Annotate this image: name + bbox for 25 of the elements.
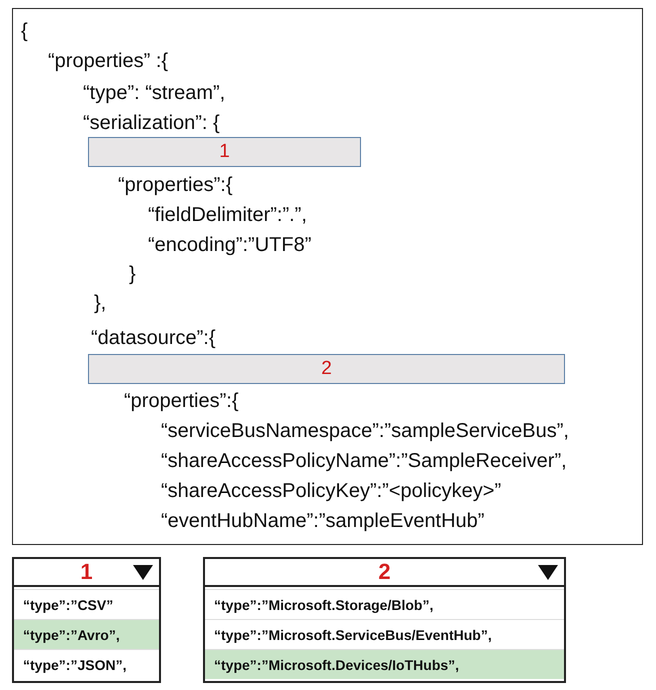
code-line: } (129, 262, 136, 286)
selected-option: “type”:”Avro”, (14, 619, 159, 649)
code-line: “eventHubName”:”sampleEventHub” (161, 509, 484, 533)
code-line: “shareAccessPolicyName”:”SampleReceiver”, (161, 449, 567, 473)
code-line: “properties”:{ (118, 173, 232, 197)
code-line: }, (94, 291, 106, 315)
code-line: “encoding”:”UTF8” (148, 233, 312, 257)
code-line: “fieldDelimiter”:”.”, (148, 203, 307, 227)
code-line: “type”: “stream”, (83, 81, 226, 105)
code-line: “properties” :{ (48, 49, 168, 73)
code-line: “properties”:{ (124, 389, 238, 413)
dropdown-list (203, 557, 566, 683)
dropdown-number: 2 (378, 559, 391, 585)
answer-box (88, 137, 361, 167)
selected-option: “type”:”Microsoft.Devices/IoTHubs”, (205, 649, 564, 679)
dropdown-list (12, 557, 161, 683)
code-line: “datasource”:{ (91, 326, 216, 350)
code-line: “serviceBusNamespace”:”sampleServiceBus”, (161, 419, 569, 443)
answer-number: 2 (321, 358, 332, 380)
answer-box (88, 354, 565, 384)
code-line: “serialization”: { (83, 111, 220, 135)
code-line: “shareAccessPolicyKey”:”<policykey>” (161, 479, 502, 503)
code-line: { (21, 19, 28, 43)
dropdown-number: 1 (80, 559, 93, 585)
answer-number: 1 (219, 141, 230, 163)
